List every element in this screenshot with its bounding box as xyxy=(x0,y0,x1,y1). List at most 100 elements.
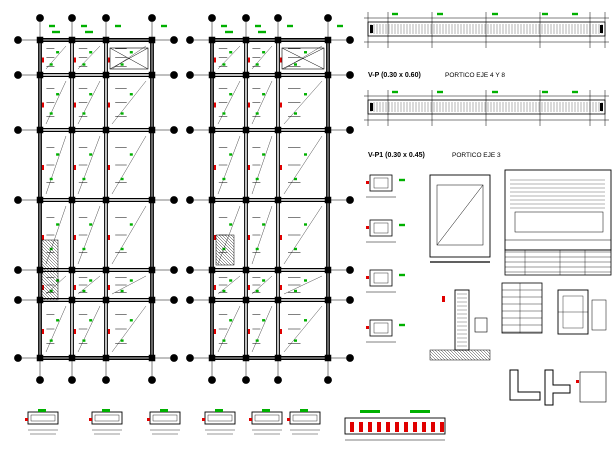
accent-mark xyxy=(89,418,92,421)
hatch-line xyxy=(437,349,449,361)
accent-mark xyxy=(42,165,44,170)
grid-bubble-top xyxy=(102,14,110,22)
hatch-line xyxy=(215,255,226,266)
hatch-line xyxy=(41,257,59,275)
hatch-line xyxy=(218,234,235,251)
grid-bubble-top xyxy=(36,14,44,22)
slab-bar-diagonal xyxy=(111,275,147,295)
hatch-line xyxy=(449,349,461,361)
schedule-frame xyxy=(501,282,543,334)
column xyxy=(68,266,76,274)
grid-bubble-left xyxy=(14,36,22,44)
grid-bubble-right xyxy=(346,196,354,204)
hatch-line xyxy=(47,239,59,251)
accent-mark xyxy=(42,57,44,63)
dimension-mark xyxy=(399,273,405,277)
column xyxy=(324,71,332,79)
column xyxy=(148,71,156,79)
dimension-mark xyxy=(120,289,124,293)
column xyxy=(148,296,156,304)
slab-bar-diagonal xyxy=(45,45,67,70)
accent-mark xyxy=(249,418,252,421)
column xyxy=(68,36,76,44)
column xyxy=(274,354,282,362)
accent-mark xyxy=(280,165,282,170)
slab-bar-diagonal xyxy=(251,45,273,70)
accent-mark xyxy=(74,165,76,170)
dimension-mark xyxy=(492,12,498,16)
slab-bar-diagonal xyxy=(77,80,101,125)
dimension-mark xyxy=(120,112,124,115)
beam-section-stirrup xyxy=(152,414,178,422)
accent-mark xyxy=(366,226,369,229)
dimension-mark xyxy=(542,90,548,94)
hatch-line xyxy=(455,349,467,361)
hatch-outline xyxy=(41,239,59,301)
slab-bar-diagonal xyxy=(77,45,101,70)
accent-mark xyxy=(147,418,150,421)
dimension-mark xyxy=(161,24,167,28)
slab-bar-diagonal xyxy=(217,275,241,295)
slab-bar-diagonal xyxy=(45,305,67,353)
dimension-mark xyxy=(542,12,548,16)
column xyxy=(102,196,110,204)
beam-section-stirrup xyxy=(254,414,280,422)
opening-cross xyxy=(281,47,325,70)
slab-section xyxy=(344,410,446,441)
column xyxy=(36,196,44,204)
support-block xyxy=(370,25,373,33)
grid-bubble-right xyxy=(170,126,178,134)
dimension-mark xyxy=(255,112,259,115)
slab-rib xyxy=(431,422,435,432)
beam-elevation-vp1 xyxy=(364,90,609,126)
column xyxy=(324,36,332,44)
dimension-mark xyxy=(294,177,297,181)
grid-bubble-top xyxy=(68,14,76,22)
hatch-line xyxy=(41,260,59,278)
accent-mark xyxy=(366,326,369,329)
hatch-line xyxy=(41,251,59,269)
accent-mark xyxy=(74,102,76,108)
column xyxy=(274,266,282,274)
column xyxy=(242,126,250,134)
hatch-line xyxy=(485,349,491,355)
dimension-mark xyxy=(304,223,307,226)
accent-mark xyxy=(214,285,216,290)
grid-bubble-bottom xyxy=(36,376,44,384)
dimension-mark xyxy=(56,223,60,226)
slab-bar-diagonal xyxy=(283,275,323,295)
support-block xyxy=(370,103,373,111)
accent-mark xyxy=(366,181,369,184)
hatch-line xyxy=(215,240,235,260)
hatch-line xyxy=(476,349,488,361)
column xyxy=(274,36,282,44)
grid-bubble-bottom xyxy=(208,376,216,384)
column xyxy=(68,296,76,304)
dimension-mark xyxy=(337,24,343,28)
slab-bar-diagonal xyxy=(45,80,67,125)
beam-section-body xyxy=(27,411,59,425)
dimension-mark xyxy=(294,112,297,115)
dimension-mark xyxy=(222,339,226,342)
dimension-mark xyxy=(222,63,226,66)
hatch-line xyxy=(41,266,59,284)
accent-mark xyxy=(42,285,44,290)
grid-bubble-right xyxy=(170,36,178,44)
portico-4-8-title: PORTICO EJE 4 Y 8 xyxy=(445,72,505,79)
hatch-line xyxy=(215,261,220,266)
dimension-mark xyxy=(437,12,443,16)
beam-section-stirrup xyxy=(30,414,56,422)
beam-body xyxy=(367,21,606,37)
dimension-mark xyxy=(222,289,226,293)
joint-t xyxy=(544,369,571,406)
accent-mark xyxy=(287,418,290,421)
dimension-mark xyxy=(399,178,405,182)
column xyxy=(324,126,332,134)
slab-rib xyxy=(359,422,363,432)
dimension-mark xyxy=(300,409,308,412)
dimension-mark xyxy=(89,319,93,322)
hatch-line xyxy=(50,239,59,248)
column-detail-body xyxy=(369,219,393,237)
dimension-mark xyxy=(262,93,266,96)
accent-mark xyxy=(280,329,282,334)
